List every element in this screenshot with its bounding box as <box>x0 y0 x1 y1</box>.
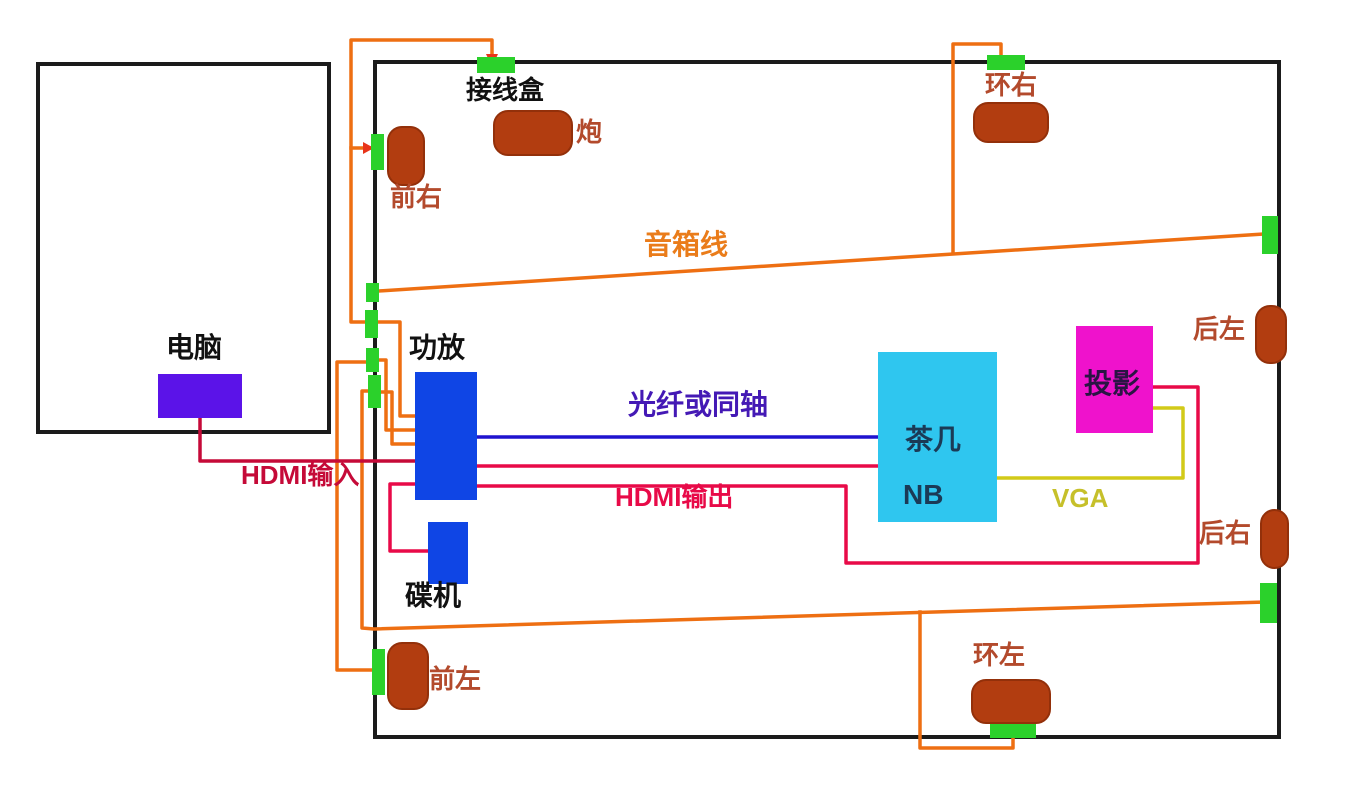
junction-box-connector <box>477 57 515 73</box>
vga-cable <box>996 406 1185 480</box>
disc-player-box <box>428 522 468 584</box>
computer-room-outline <box>36 62 331 434</box>
front-left-outer-cable <box>335 360 374 672</box>
amplifier-box <box>415 372 477 500</box>
subwoofer-label: 炮 <box>576 117 603 147</box>
coffee-table-label: 茶几 <box>905 424 962 455</box>
speaker-wire-top-diagonal <box>377 232 1266 293</box>
disc-player-cable <box>388 482 429 553</box>
rear-right-connector <box>1260 583 1277 623</box>
subwoofer-speaker <box>493 110 573 156</box>
surround-left-drop-cable <box>918 610 1015 750</box>
surround-right-label: 环右 <box>985 70 1038 100</box>
amp-feed-cable-3 <box>379 390 416 446</box>
hdmi-output-cable <box>475 385 1200 565</box>
coffee-table-box <box>878 352 997 522</box>
surround-right-speaker <box>973 102 1049 143</box>
projector-label: 投影 <box>1084 368 1141 399</box>
front-right-arrowhead <box>363 142 374 154</box>
hdmi-input-cable <box>198 417 416 463</box>
amp-feed-cable-2 <box>377 358 416 432</box>
notebook-label: NB <box>903 479 944 510</box>
front-right-connector <box>371 134 384 170</box>
rear-left-speaker <box>1255 305 1287 364</box>
projector-box <box>1076 326 1153 433</box>
speaker-wire-label: 音箱线 <box>644 229 729 260</box>
vga-label: VGA <box>1052 483 1109 513</box>
hdmi-output-label: HDMI输出 <box>615 482 734 512</box>
surround-left-label: 环左 <box>973 640 1026 670</box>
surround-left-connector <box>990 722 1036 738</box>
front-left-speaker <box>387 642 429 710</box>
left-wall-connector-2 <box>365 310 378 338</box>
surround-right-drop-cable <box>951 42 1003 255</box>
speaker-wire-bottom-diagonal <box>360 389 1266 631</box>
amp-feed-cable-1 <box>377 320 416 418</box>
disc-player-label: 碟机 <box>405 580 462 611</box>
optical-coaxial-label: 光纤或同轴 <box>628 389 769 420</box>
front-right-label: 前右 <box>390 182 443 212</box>
front-right-speaker <box>387 126 425 186</box>
rear-right-label: 后右 <box>1199 518 1252 548</box>
left-wall-connector-3 <box>366 348 379 372</box>
rear-left-connector <box>1262 216 1278 254</box>
hdmi-input-label: HDMI输入 <box>241 460 360 490</box>
front-left-label: 前左 <box>429 664 482 694</box>
rear-left-label: 后左 <box>1193 314 1246 344</box>
rear-right-speaker <box>1260 509 1289 569</box>
junction-box-label: 接线盒 <box>466 75 545 105</box>
computer-box <box>158 374 242 418</box>
left-wall-connector-1 <box>366 283 379 302</box>
left-wall-connector-4 <box>368 375 381 408</box>
front-left-connector <box>372 649 385 695</box>
computer-label: 电脑 <box>166 332 223 363</box>
surround-left-speaker <box>971 679 1051 724</box>
amplifier-label: 功放 <box>409 332 466 363</box>
surround-right-connector <box>987 55 1025 70</box>
junction-box-cable <box>349 38 494 324</box>
